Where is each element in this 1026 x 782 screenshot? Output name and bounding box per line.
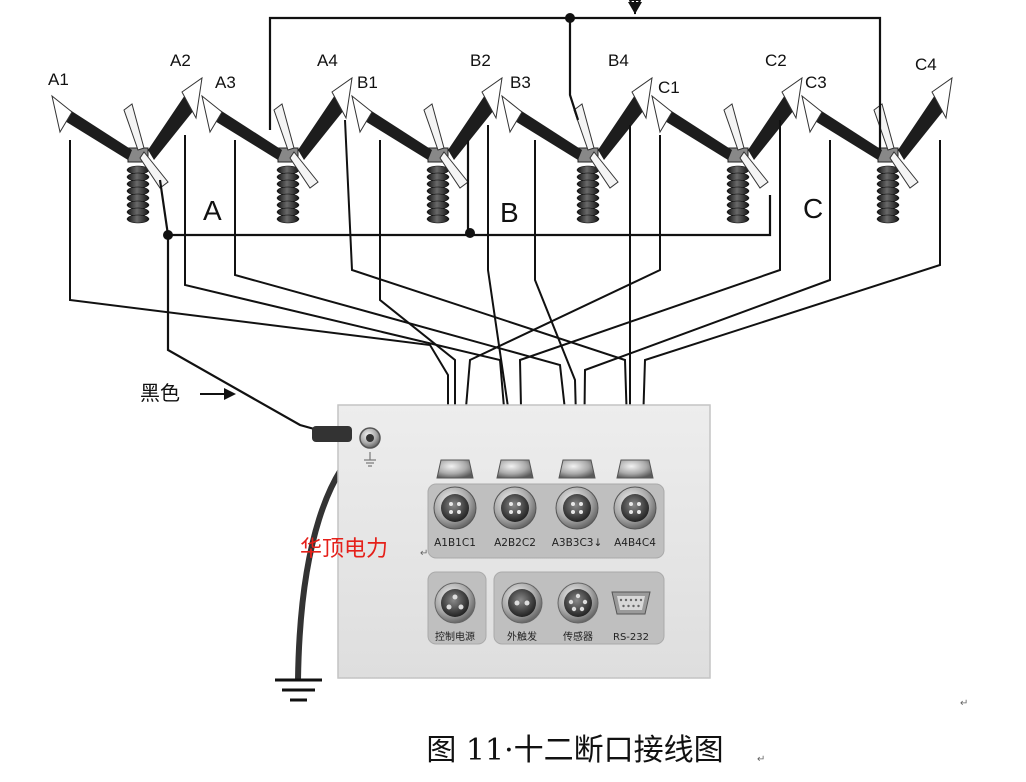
breaker-port-2[interactable]: A2B2C2 xyxy=(493,459,537,549)
control-power-socket[interactable] xyxy=(434,582,476,624)
breaker-port-3[interactable]: A3B3C3↓ xyxy=(552,459,603,549)
clip-label-a3: A3 xyxy=(215,73,236,92)
black-lead-label: 黑色 xyxy=(140,381,180,405)
port-label: A2B2C2 xyxy=(494,537,536,549)
breaker-port-1[interactable]: A1B1C1 xyxy=(433,459,477,549)
clip-label-c4: C4 xyxy=(915,55,937,74)
ground-clip xyxy=(312,426,352,442)
breaker-pole-c2 xyxy=(801,76,953,224)
port-label: A1B1C1 xyxy=(434,537,476,549)
clip-label-c2: C2 xyxy=(765,51,787,70)
phase-label-b: B xyxy=(500,197,519,228)
control-power-label: 控制电源 xyxy=(435,630,475,643)
clip-label-c1: C1 xyxy=(658,78,680,97)
clip-label-a1: A1 xyxy=(48,70,69,89)
breaker-pole-b1 xyxy=(351,76,503,224)
phase-label-c: C xyxy=(803,193,823,224)
figure-caption: 图 11·十二断口接线图 xyxy=(426,733,723,768)
port-label: A3B3C3↓ xyxy=(552,537,603,549)
return-mark: ↵ xyxy=(420,548,428,559)
test-device: A1B1C1 A2B2C2 A3B3C3↓ A4B4C4 控制电源 外触发 传感器 xyxy=(312,404,711,679)
clip-label-a4: A4 xyxy=(317,51,338,70)
clip-label-b4: B4 xyxy=(608,51,629,70)
brand-watermark: 华顶电力 xyxy=(300,537,388,562)
breaker-port-4[interactable]: A4B4C4 xyxy=(613,459,657,549)
breaker-pole-a1 xyxy=(51,76,203,224)
external-trigger-label: 外触发 xyxy=(507,630,537,643)
clip-label-b3: B3 xyxy=(510,73,531,92)
phase-label-a: A xyxy=(203,195,222,226)
black-lead-arrow xyxy=(200,388,236,400)
port-label: A4B4C4 xyxy=(614,537,656,549)
breaker-pole-a2 xyxy=(201,76,353,224)
breaker-pole-c1 xyxy=(651,76,803,224)
clip-label-a2: A2 xyxy=(170,51,191,70)
ground-symbol-icon xyxy=(364,452,376,467)
sensor-socket[interactable] xyxy=(557,582,599,624)
return-mark: ↵ xyxy=(757,754,765,765)
rs232-port[interactable] xyxy=(611,591,651,615)
breaker-ports: A1B1C1 A2B2C2 A3B3C3↓ A4B4C4 xyxy=(433,459,657,549)
return-mark: ↵ xyxy=(960,698,968,709)
clip-label-b1: B1 xyxy=(357,73,378,92)
external-trigger-socket[interactable] xyxy=(501,582,543,624)
rs232-label: RS-232 xyxy=(613,632,649,643)
sensor-label: 传感器 xyxy=(563,630,593,643)
breaker-pole-b2 xyxy=(501,76,653,224)
breakers xyxy=(51,76,953,224)
clip-label-c3: C3 xyxy=(805,73,827,92)
clip-label-b2: B2 xyxy=(470,51,491,70)
